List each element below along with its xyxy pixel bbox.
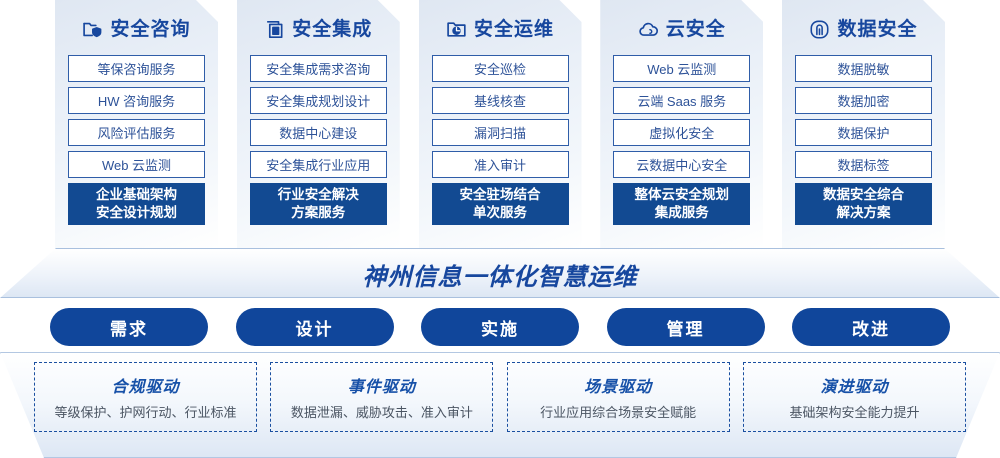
column-title: 安全咨询 <box>110 18 191 40</box>
column-title: 数据安全 <box>837 18 918 40</box>
driver-card-incident[interactable]: 事件驱动 数据泄漏、威胁攻击、准入审计 <box>270 362 494 432</box>
service-highlight-line: 数据安全综合 <box>823 186 904 202</box>
service-item[interactable]: 虚拟化安全 <box>613 119 750 146</box>
column-title: 云安全 <box>665 18 726 40</box>
server-stack-icon <box>264 19 285 40</box>
platform-banner: 神州信息一体化智慧运维 <box>0 248 1000 298</box>
folder-clock-icon <box>446 19 467 40</box>
driver-title: 场景驱动 <box>584 379 653 396</box>
service-item[interactable]: 数据脱敏 <box>795 55 932 82</box>
cloud-icon <box>638 19 659 40</box>
service-item[interactable]: 数据中心建设 <box>250 119 387 146</box>
service-item[interactable]: Web 云监测 <box>613 55 750 82</box>
lifecycle-pills: 需求 设计 实施 管理 改进 <box>0 308 1000 346</box>
fingerprint-icon <box>809 19 830 40</box>
service-highlight-line: 企业基础架构 <box>96 186 177 202</box>
drivers-section: 合规驱动 等级保护、护网行动、行业标准 事件驱动 数据泄漏、威胁攻击、准入审计 … <box>0 352 1000 458</box>
service-highlight[interactable]: 企业基础架构 安全设计规划 <box>68 183 205 225</box>
column-header: 云安全 <box>613 12 750 46</box>
service-item[interactable]: 安全巡检 <box>432 55 569 82</box>
folder-shield-icon <box>82 19 103 40</box>
service-item[interactable]: 数据加密 <box>795 87 932 114</box>
service-highlight-line: 行业安全解决 <box>277 186 359 202</box>
service-item[interactable]: HW 咨询服务 <box>68 87 205 114</box>
service-highlight-line: 整体云安全规划 <box>634 186 729 202</box>
column-header: 数据安全 <box>795 12 932 46</box>
column-title: 安全集成 <box>292 18 373 40</box>
service-item[interactable]: Web 云监测 <box>68 151 205 178</box>
service-highlight-line: 单次服务 <box>473 205 527 220</box>
service-highlight[interactable]: 数据安全综合 解决方案 <box>795 183 932 225</box>
service-item[interactable]: 数据保护 <box>795 119 932 146</box>
service-highlight-line: 集成服务 <box>654 205 709 220</box>
column-header: 安全运维 <box>432 12 569 46</box>
driver-title: 合规驱动 <box>111 379 180 396</box>
service-item[interactable]: 数据标签 <box>795 151 932 178</box>
driver-desc: 数据泄漏、威胁攻击、准入审计 <box>290 405 473 420</box>
service-item[interactable]: 云数据中心安全 <box>613 151 750 178</box>
drivers-list: 合规驱动 等级保护、护网行动、行业标准 事件驱动 数据泄漏、威胁攻击、准入审计 … <box>0 362 1000 432</box>
service-highlight[interactable]: 整体云安全规划 集成服务 <box>613 183 750 225</box>
driver-title: 事件驱动 <box>347 379 416 396</box>
service-highlight[interactable]: 安全驻场结合 单次服务 <box>432 183 569 225</box>
lifecycle-pill-improvement[interactable]: 改进 <box>792 308 950 346</box>
column-title: 安全运维 <box>473 18 554 40</box>
column-header: 安全咨询 <box>68 12 205 46</box>
driver-card-compliance[interactable]: 合规驱动 等级保护、护网行动、行业标准 <box>34 362 257 432</box>
service-item[interactable]: 安全集成行业应用 <box>250 151 387 178</box>
capability-column-security-integration[interactable]: 安全集成 安全集成需求咨询 安全集成规划设计 数据中心建设 安全集成行业应用 行… <box>237 0 400 248</box>
capability-column-cloud-security[interactable]: 云安全 Web 云监测 云端 Saas 服务 虚拟化安全 云数据中心安全 整体云… <box>600 0 763 248</box>
service-item[interactable]: 安全集成需求咨询 <box>250 55 387 82</box>
driver-card-scenario[interactable]: 场景驱动 行业应用综合场景安全赋能 <box>506 362 730 432</box>
lifecycle-pill-implementation[interactable]: 实施 <box>421 308 579 346</box>
lifecycle-pill-requirement[interactable]: 需求 <box>50 308 208 346</box>
driver-card-evolution[interactable]: 演进驱动 基础架构安全能力提升 <box>742 362 966 432</box>
driver-title: 演进驱动 <box>820 379 889 396</box>
lifecycle-pill-management[interactable]: 管理 <box>606 308 765 346</box>
service-item[interactable]: 基线核查 <box>432 87 569 114</box>
capability-column-security-consulting[interactable]: 安全咨询 等保咨询服务 HW 咨询服务 风险评估服务 Web 云监测 企业基础架… <box>55 0 218 248</box>
driver-desc: 等级保护、护网行动、行业标准 <box>54 405 237 420</box>
service-item[interactable]: 安全集成规划设计 <box>250 87 387 114</box>
service-highlight-line: 安全驻场结合 <box>459 186 541 202</box>
lifecycle-pill-design[interactable]: 设计 <box>235 308 394 346</box>
service-item[interactable]: 等保咨询服务 <box>68 55 205 82</box>
capability-column-security-operations[interactable]: 安全运维 安全巡检 基线核查 漏洞扫描 准入审计 安全驻场结合 单次服务 <box>419 0 582 248</box>
service-item[interactable]: 漏洞扫描 <box>432 119 569 146</box>
driver-desc: 行业应用综合场景安全赋能 <box>540 405 697 420</box>
service-highlight[interactable]: 行业安全解决 方案服务 <box>250 183 387 225</box>
service-highlight-line: 方案服务 <box>291 205 346 220</box>
banner-title: 神州信息一体化智慧运维 <box>362 264 638 291</box>
banner-shape <box>0 248 1000 298</box>
capability-columns: 安全咨询 等保咨询服务 HW 咨询服务 风险评估服务 Web 云监测 企业基础架… <box>0 0 1000 252</box>
service-highlight-line: 解决方案 <box>836 205 891 220</box>
service-item[interactable]: 准入审计 <box>432 151 569 178</box>
service-item[interactable]: 云端 Saas 服务 <box>613 87 750 114</box>
service-item[interactable]: 风险评估服务 <box>68 119 205 146</box>
column-header: 安全集成 <box>250 12 387 46</box>
capability-column-data-security[interactable]: 数据安全 数据脱敏 数据加密 数据保护 数据标签 数据安全综合 解决方案 <box>782 0 945 248</box>
service-highlight-line: 安全设计规划 <box>96 205 177 220</box>
driver-desc: 基础架构安全能力提升 <box>789 405 920 420</box>
